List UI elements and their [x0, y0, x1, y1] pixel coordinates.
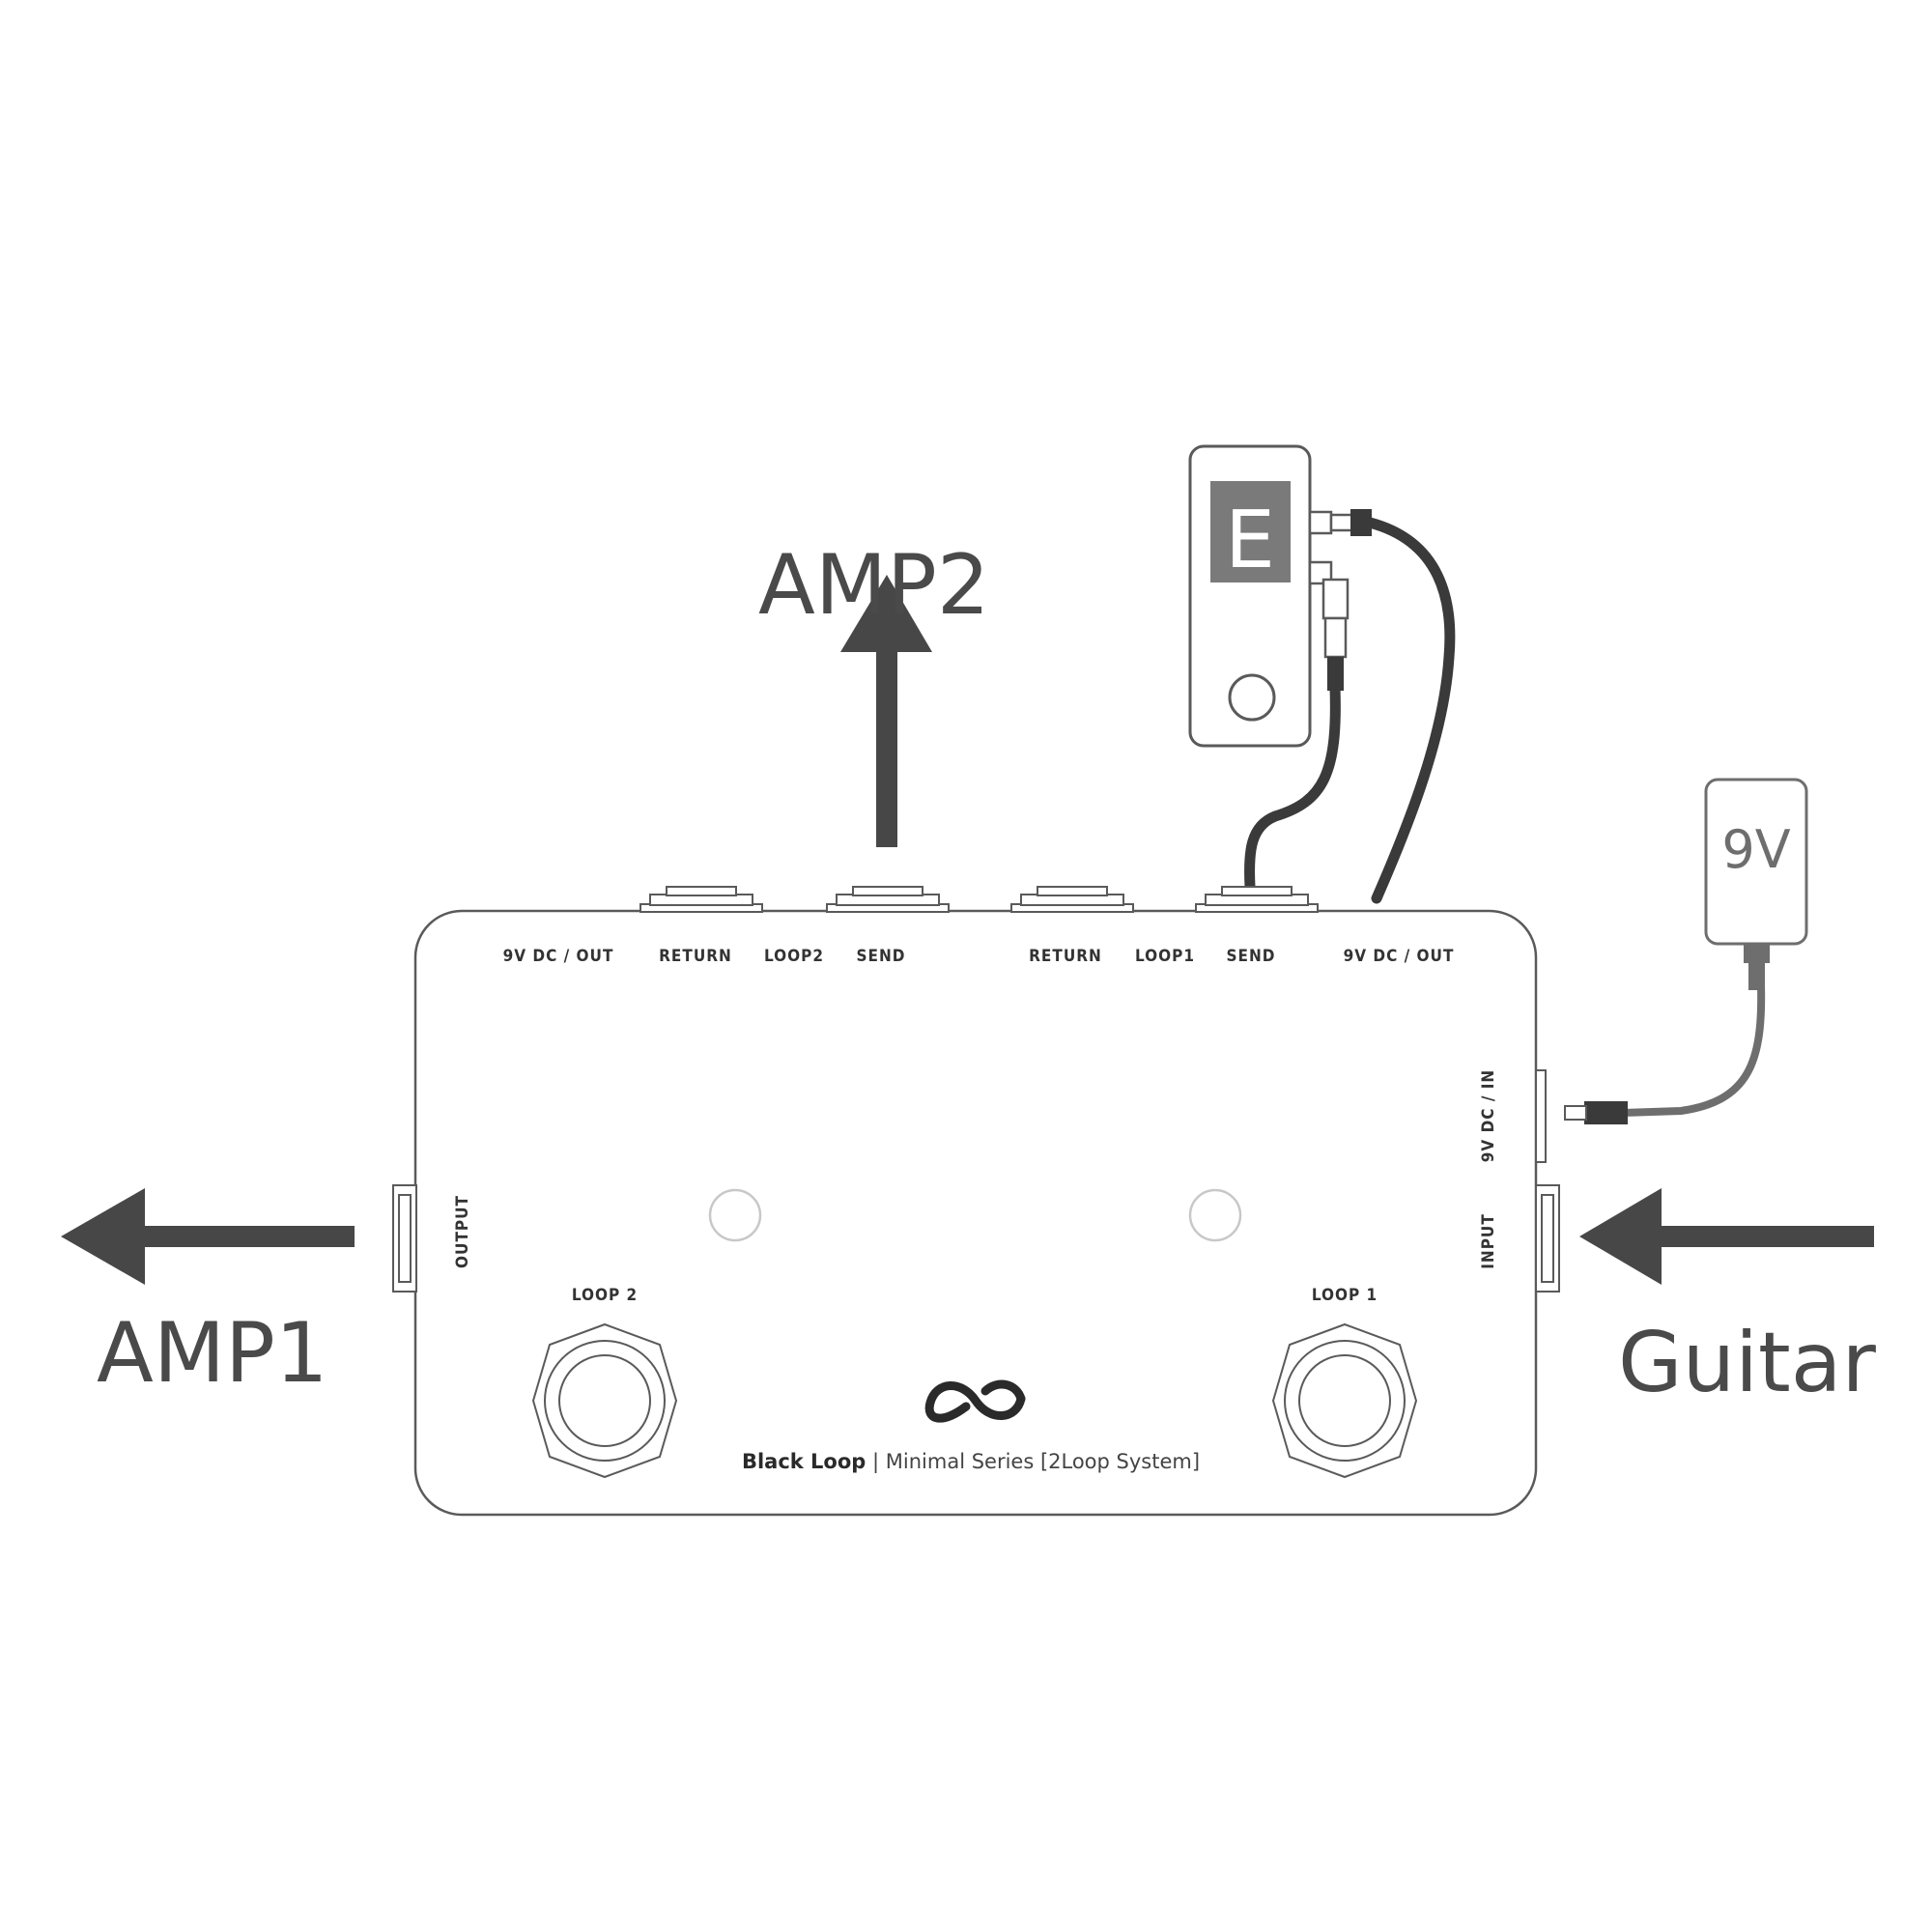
tuner-pedal: E: [1188, 444, 1372, 748]
label-return-2: RETURN: [659, 947, 732, 966]
footswitch-loop2[interactable]: [531, 1322, 678, 1479]
jack-send-2: [826, 886, 950, 913]
side-jacks: [392, 1069, 1560, 1293]
jack-return-2: [639, 886, 763, 913]
jack-send-1: [1195, 886, 1319, 913]
label-footswitch-loop2: LOOP 2: [572, 1286, 638, 1305]
amp1-label: AMP1: [97, 1305, 328, 1402]
top-jacks: [639, 886, 1319, 913]
amp1-arrow: [61, 1188, 355, 1285]
brand-line: Black Loop | Minimal Series [2Loop Syste…: [742, 1450, 1200, 1474]
label-footswitch-loop1: LOOP 1: [1312, 1286, 1378, 1305]
footswitch-loop1[interactable]: [1271, 1322, 1418, 1479]
label-loop1: LOOP1: [1135, 947, 1195, 966]
led-loop1-icon: [1188, 1188, 1242, 1242]
jack-dc-in: [1535, 1069, 1547, 1163]
brand-logo-icon: [924, 1379, 1026, 1423]
tuner-power-cable: [1364, 517, 1456, 904]
brand-name: Black Loop: [742, 1450, 866, 1473]
label-send-2: SEND: [857, 947, 906, 966]
label-dc-out-left: 9V DC / OUT: [503, 947, 614, 966]
led-loop2-icon: [708, 1188, 762, 1242]
guitar-arrow: [1579, 1188, 1874, 1285]
label-return-1: RETURN: [1029, 947, 1102, 966]
guitar-label: Guitar: [1618, 1315, 1876, 1411]
label-dc-in: 9V DC / IN: [1479, 1069, 1498, 1162]
jack-output: [392, 1184, 417, 1293]
jack-return-1: [1010, 886, 1134, 913]
power-supply: 9V: [1564, 778, 1808, 1124]
brand-series: Minimal Series [2Loop System]: [886, 1450, 1200, 1473]
tuner-footswitch-icon: [1228, 673, 1276, 722]
amp2-label: AMP2: [758, 537, 990, 634]
brand-separator: |: [866, 1450, 885, 1474]
label-dc-out-right: 9V DC / OUT: [1344, 947, 1455, 966]
amp2-arrow: [840, 575, 932, 847]
power-supply-label: 9V: [1721, 819, 1790, 880]
label-input: INPUT: [1479, 1213, 1498, 1269]
jack-input: [1535, 1184, 1560, 1293]
label-loop2: LOOP2: [764, 947, 824, 966]
tuner-input-cable: [1244, 682, 1341, 893]
tuner-note: E: [1225, 495, 1275, 586]
label-send-1: SEND: [1227, 947, 1276, 966]
tuner-screen: [1210, 481, 1291, 582]
power-supply-cable: [1619, 981, 1766, 1117]
label-output: OUTPUT: [453, 1195, 472, 1268]
top-jack-labels: 9V DC / OUT RETURN LOOP2 SEND RETURN LOO…: [503, 947, 1455, 966]
